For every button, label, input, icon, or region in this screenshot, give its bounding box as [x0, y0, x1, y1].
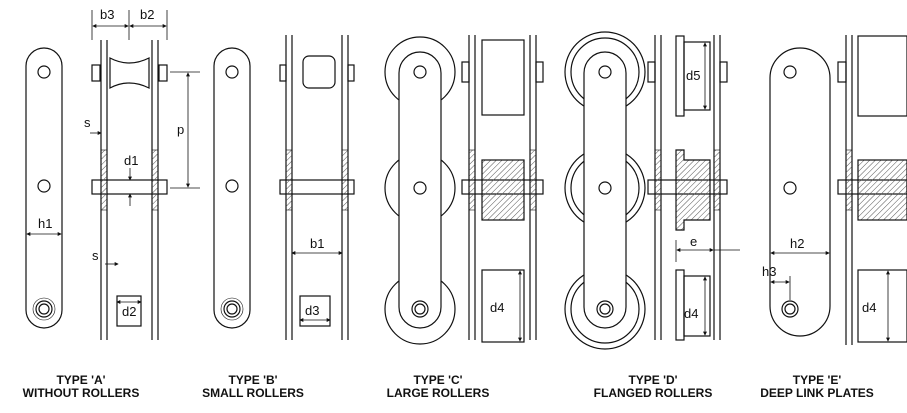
type-b-title: TYPE 'B' [228, 373, 278, 387]
label-h1: h1 [38, 216, 52, 231]
type-d-caption: TYPE 'D' FLANGED ROLLERS [563, 374, 743, 400]
label-b2: b2 [140, 7, 154, 22]
type-d-title: TYPE 'D' [628, 373, 678, 387]
type-a-plate-view [25, 47, 63, 329]
type-b-caption: TYPE 'B' SMALL ROLLERS [163, 374, 343, 400]
type-e-plate-view [769, 47, 831, 337]
type-a-title: TYPE 'A' [56, 373, 106, 387]
dimension-lines [26, 10, 890, 342]
type-b-plate-view [213, 47, 251, 329]
label-h3: h3 [762, 264, 776, 279]
type-c-plate-view [384, 36, 456, 345]
type-a-caption: TYPE 'A' WITHOUT ROLLERS [0, 374, 171, 400]
type-e-title: TYPE 'E' [792, 373, 842, 387]
label-d4-d: d4 [684, 306, 698, 321]
label-d1: d1 [124, 153, 138, 168]
label-b3: b3 [100, 7, 114, 22]
label-d5: d5 [686, 68, 700, 83]
label-e: e [690, 234, 697, 249]
type-c-subtitle: LARGE ROLLERS [386, 386, 490, 400]
type-a-section-view [91, 40, 168, 340]
type-b-subtitle: SMALL ROLLERS [202, 386, 304, 400]
label-d4-e: d4 [862, 300, 876, 315]
label-d3: d3 [305, 303, 319, 318]
label-s-bottom: s [92, 248, 99, 263]
label-s-top: s [84, 115, 91, 130]
label-b1: b1 [310, 236, 324, 251]
type-d-plate-view [564, 31, 646, 350]
type-e-subtitle: DEEP LINK PLATES [760, 386, 874, 400]
type-c-title: TYPE 'C' [413, 373, 463, 387]
type-e-caption: TYPE 'E' DEEP LINK PLATES [727, 374, 907, 400]
type-a-subtitle: WITHOUT ROLLERS [22, 386, 140, 400]
type-c-caption: TYPE 'C' LARGE ROLLERS [348, 374, 528, 400]
label-d4-c: d4 [490, 300, 504, 315]
type-e-section-view [837, 35, 907, 345]
type-d-subtitle: FLANGED ROLLERS [593, 386, 713, 400]
type-c-section-view [461, 35, 544, 343]
label-d2: d2 [122, 304, 136, 319]
type-d-section-view [647, 35, 728, 341]
label-p: p [177, 122, 184, 137]
type-b-section-view [279, 35, 355, 340]
label-h2: h2 [790, 236, 804, 251]
